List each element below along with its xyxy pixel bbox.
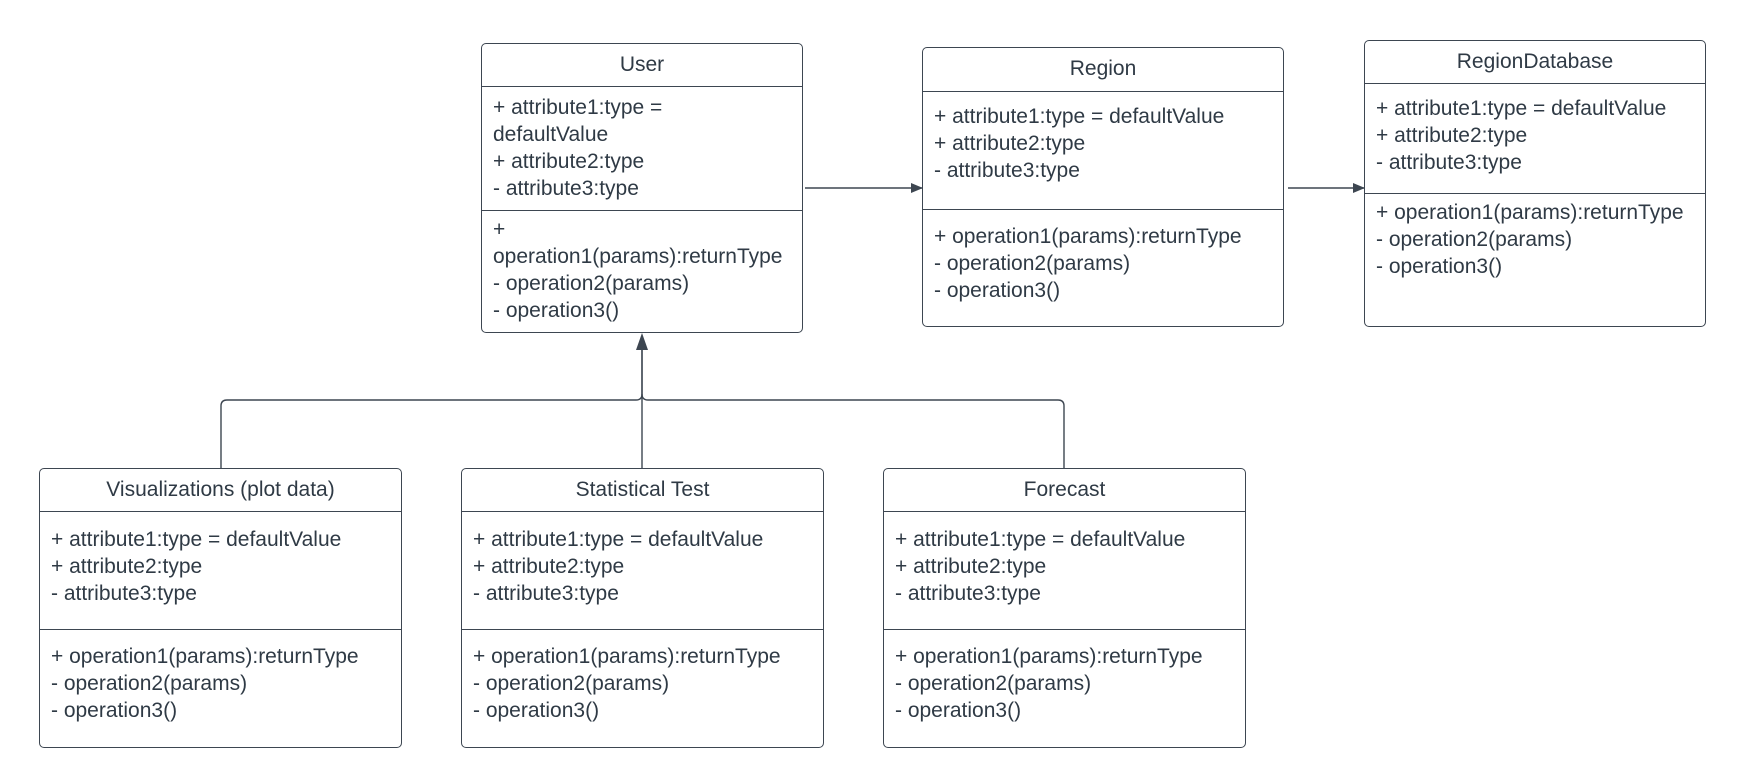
attribute: + attribute1:type = defaultValue [934, 105, 1225, 128]
operation: + operation1(params):returnType [493, 218, 783, 268]
attribute: - attribute3:type [493, 177, 639, 200]
operation: - operation2(params) [51, 672, 248, 695]
class-name: User [482, 44, 802, 87]
attributes-compartment: + attribute1:type = defaultValue + attri… [482, 87, 802, 211]
attribute: - attribute3:type [51, 582, 197, 605]
attribute: + attribute2:type [895, 555, 1047, 578]
class-name: Forecast [884, 469, 1245, 512]
attribute: + attribute1:type = defaultValue [493, 96, 663, 146]
operation: + operation1(params):returnType [934, 225, 1242, 248]
class-name: Region [923, 48, 1283, 92]
operation: - operation3() [51, 699, 178, 722]
operations-compartment: + operation1(params):returnType - operat… [482, 211, 802, 324]
operation: - operation3() [1376, 255, 1503, 278]
attribute: + attribute1:type = defaultValue [51, 528, 342, 551]
class-user[interactable]: User + attribute1:type = defaultValue + … [481, 43, 803, 333]
attributes-compartment: + attribute1:type = defaultValue + attri… [462, 512, 823, 630]
attributes-compartment: + attribute1:type = defaultValue + attri… [40, 512, 401, 630]
operation: - operation2(params) [473, 672, 670, 695]
class-statistical-test[interactable]: Statistical Test + attribute1:type = def… [461, 468, 824, 748]
attribute: + attribute2:type [493, 150, 645, 173]
attribute: + attribute2:type [473, 555, 625, 578]
generalization-arrowhead [636, 333, 648, 350]
class-forecast[interactable]: Forecast + attribute1:type = defaultValu… [883, 468, 1246, 748]
class-name: Statistical Test [462, 469, 823, 512]
attributes-compartment: + attribute1:type = defaultValue + attri… [923, 92, 1283, 210]
attribute: + attribute1:type = defaultValue [1376, 97, 1667, 120]
operations-compartment: + operation1(params):returnType - operat… [923, 210, 1283, 304]
operation: - operation2(params) [934, 252, 1131, 275]
operation: + operation1(params):returnType [1376, 201, 1684, 224]
operation: + operation1(params):returnType [895, 645, 1203, 668]
operation: + operation1(params):returnType [51, 645, 359, 668]
operations-compartment: + operation1(params):returnType - operat… [462, 630, 823, 724]
class-regiondatabase[interactable]: RegionDatabase + attribute1:type = defau… [1364, 40, 1706, 327]
attributes-compartment: + attribute1:type = defaultValue + attri… [1365, 84, 1705, 194]
attribute: + attribute1:type = defaultValue [473, 528, 764, 551]
class-region[interactable]: Region + attribute1:type = defaultValue … [922, 47, 1284, 327]
attribute: - attribute3:type [1376, 151, 1522, 174]
operation: - operation3() [895, 699, 1022, 722]
operation: - operation2(params) [493, 272, 690, 295]
operation: - operation2(params) [895, 672, 1092, 695]
attributes-compartment: + attribute1:type = defaultValue + attri… [884, 512, 1245, 630]
class-name: RegionDatabase [1365, 41, 1705, 84]
operation: - operation3() [473, 699, 600, 722]
attribute: + attribute1:type = defaultValue [895, 528, 1186, 551]
attribute: - attribute3:type [473, 582, 619, 605]
operations-compartment: + operation1(params):returnType - operat… [1365, 194, 1705, 280]
class-name: Visualizations (plot data) [40, 469, 401, 512]
operation: - operation3() [934, 279, 1061, 302]
operations-compartment: + operation1(params):returnType - operat… [40, 630, 401, 724]
operation: + operation1(params):returnType [473, 645, 781, 668]
operations-compartment: + operation1(params):returnType - operat… [884, 630, 1245, 724]
attribute: - attribute3:type [895, 582, 1041, 605]
attribute: + attribute2:type [51, 555, 203, 578]
attribute: + attribute2:type [934, 132, 1086, 155]
generalization-forecast-user [641, 393, 1065, 468]
operation: - operation2(params) [1376, 228, 1573, 251]
attribute: + attribute2:type [1376, 124, 1528, 147]
operation: - operation3() [493, 299, 620, 322]
attribute: - attribute3:type [934, 159, 1080, 182]
class-visualizations[interactable]: Visualizations (plot data) + attribute1:… [39, 468, 402, 748]
generalization-visualizations-user [220, 346, 643, 468]
